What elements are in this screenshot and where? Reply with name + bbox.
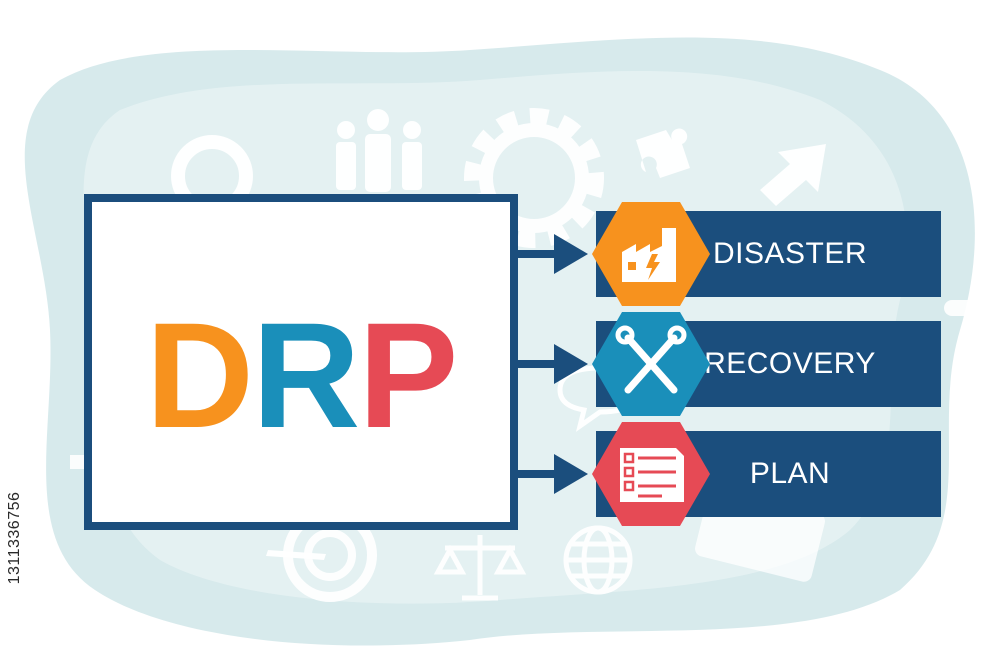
wrench-screwdriver-icon bbox=[615, 325, 687, 394]
globe-icon bbox=[563, 525, 633, 595]
stock-id-vertical: 1311336756 bbox=[6, 428, 26, 665]
puzzle-icon bbox=[636, 128, 690, 178]
gear-icon bbox=[464, 108, 604, 248]
stock-id-text: 1311336756 bbox=[6, 491, 23, 585]
people-icon bbox=[336, 109, 422, 192]
connector-arrow-1-icon bbox=[554, 234, 588, 274]
acronym-letter-p: P bbox=[358, 291, 458, 459]
checklist-icon bbox=[620, 448, 684, 502]
item-label-recovery: RECOVERY bbox=[704, 347, 876, 380]
acronym-box: DRP bbox=[84, 194, 518, 530]
connector-line-2 bbox=[518, 360, 558, 368]
connector-line-1 bbox=[518, 250, 558, 258]
bullseye-arrow-icon bbox=[266, 550, 326, 560]
acronym-letter-r: R bbox=[251, 291, 360, 459]
item-label-plan: PLAN bbox=[749, 457, 831, 490]
scales-icon bbox=[433, 535, 527, 601]
hexagon-recovery bbox=[592, 312, 710, 416]
acronym-letter-d: D bbox=[145, 291, 254, 459]
item-label-disaster: DISASTER bbox=[712, 237, 868, 270]
hexagon-plan bbox=[592, 422, 710, 526]
acronym-title: DRP bbox=[92, 300, 510, 450]
arrow-up-icon bbox=[760, 144, 826, 206]
factory-icon bbox=[622, 228, 676, 282]
connector-arrow-3-icon bbox=[554, 454, 588, 494]
connector-arrow-2-icon bbox=[554, 344, 588, 384]
connector-line-3 bbox=[518, 470, 558, 478]
hexagon-disaster bbox=[592, 202, 710, 306]
